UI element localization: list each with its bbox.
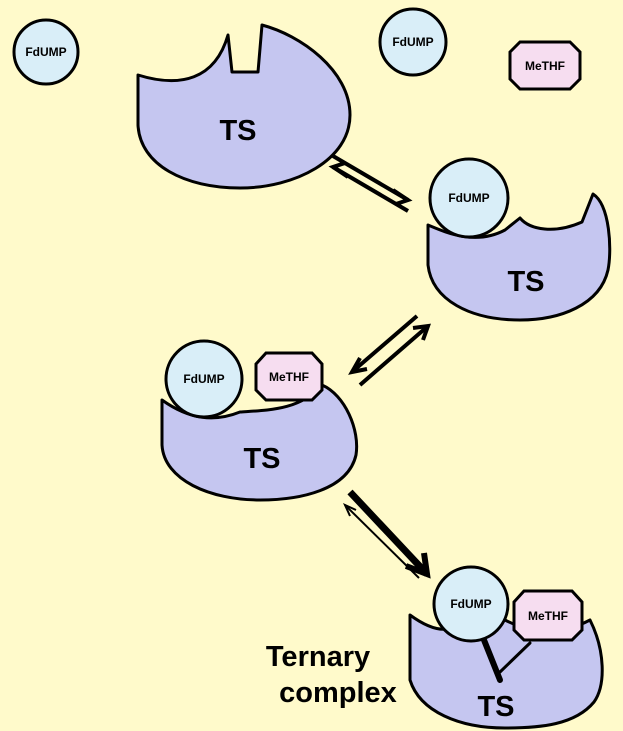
covalent-bonds bbox=[481, 637, 532, 683]
ternary-caption-line1: Ternary bbox=[266, 641, 370, 673]
bound-fdump-stage3-label: FdUMP bbox=[183, 372, 224, 386]
bound-methf-ternary: MeTHF bbox=[512, 589, 584, 642]
free-fdump-right: FdUMP bbox=[378, 7, 448, 77]
equilibrium-arrow-2 bbox=[348, 314, 431, 387]
ts-label-4: TS bbox=[477, 691, 514, 723]
free-fdump-left-label: FdUMP bbox=[25, 45, 66, 59]
forward-arrow-3 bbox=[342, 489, 431, 579]
bound-methf-ternary-label: MeTHF bbox=[528, 609, 568, 623]
free-methf-label: MeTHF bbox=[525, 59, 565, 73]
ternary-caption-line2: complex bbox=[279, 677, 397, 709]
bound-methf-stage3-label: MeTHF bbox=[269, 370, 309, 384]
ts-label-3: TS bbox=[243, 443, 280, 475]
bound-methf-stage3: MeTHF bbox=[254, 351, 324, 402]
ternary-complex-caption: Ternary complex bbox=[266, 641, 397, 709]
ts-enzyme-fdump-bound: TS bbox=[426, 192, 612, 322]
bound-fdump-ternary: FdUMP bbox=[432, 565, 510, 643]
bound-fdump-stage3: FdUMP bbox=[164, 339, 244, 419]
bound-fdump-ternary-label: FdUMP bbox=[450, 597, 491, 611]
free-methf: MeTHF bbox=[508, 40, 582, 91]
ts-enzyme-binary-complex: TS bbox=[160, 383, 359, 502]
free-fdump-right-label: FdUMP bbox=[392, 35, 433, 49]
equilibrium-arrow-1 bbox=[328, 154, 413, 213]
ts-enzyme-free: TS bbox=[136, 23, 352, 190]
ts-label-1: TS bbox=[219, 115, 256, 147]
free-fdump-left: FdUMP bbox=[12, 18, 80, 86]
bound-fdump-stage2-label: FdUMP bbox=[448, 191, 489, 205]
bound-fdump-stage2: FdUMP bbox=[428, 157, 510, 239]
ts-label-2: TS bbox=[507, 266, 544, 298]
